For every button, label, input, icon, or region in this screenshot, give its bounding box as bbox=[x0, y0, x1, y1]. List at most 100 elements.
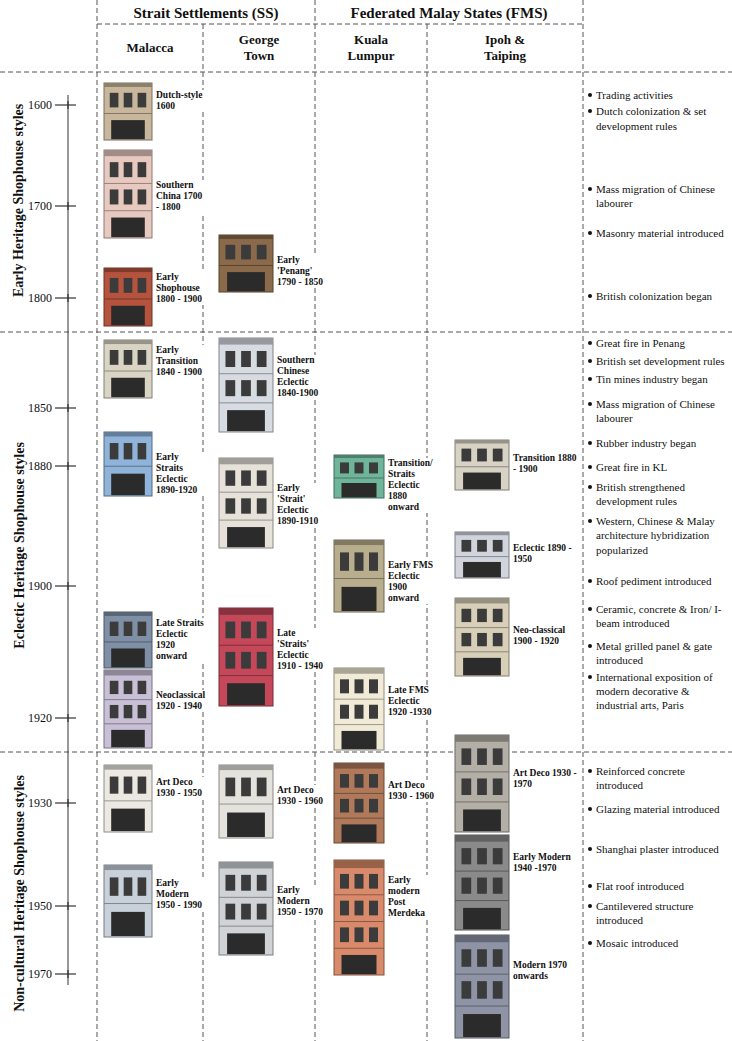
window bbox=[241, 245, 251, 260]
window bbox=[257, 875, 267, 891]
window bbox=[124, 705, 133, 718]
shophouse-photo bbox=[104, 612, 152, 668]
style-caption: Early Transition 1840 - 1900 bbox=[155, 345, 205, 378]
window bbox=[225, 904, 235, 920]
floor-line bbox=[104, 183, 152, 184]
shopfront bbox=[463, 562, 501, 577]
row-divider bbox=[0, 332, 732, 333]
facade bbox=[219, 338, 273, 432]
window bbox=[493, 878, 503, 894]
facade bbox=[104, 670, 152, 748]
window bbox=[124, 162, 133, 177]
cornice bbox=[104, 612, 152, 616]
window bbox=[257, 652, 267, 669]
bullet-dot bbox=[588, 607, 592, 611]
facade bbox=[104, 268, 152, 326]
bullet-dot bbox=[588, 675, 592, 679]
facade bbox=[104, 432, 152, 496]
style-caption: Early 'Penang' 1790 - 1850 bbox=[276, 255, 324, 288]
style-caption: Early Modern 1940 -1970 bbox=[512, 852, 580, 874]
style-caption: Art Deco 1930 - 1950 bbox=[155, 777, 205, 799]
floor-line bbox=[104, 210, 152, 211]
bullet-dot bbox=[588, 341, 592, 345]
window bbox=[493, 609, 503, 622]
column-divider bbox=[583, 0, 584, 1041]
bullet-dot bbox=[588, 109, 592, 113]
event-note: Mass migration of Chinese labourer bbox=[596, 397, 727, 426]
facade bbox=[104, 83, 152, 140]
shophouse-photo bbox=[104, 670, 152, 748]
window bbox=[124, 93, 133, 108]
cornice bbox=[455, 935, 509, 942]
year-label: 1700 bbox=[28, 199, 52, 213]
bullet-dot bbox=[588, 579, 592, 583]
shophouse-photo bbox=[334, 540, 384, 612]
style-caption: Early FMS Eclectic 1900 onward bbox=[387, 560, 435, 604]
event-note: Shanghai plaster introduced bbox=[596, 842, 727, 856]
floor-line bbox=[104, 371, 152, 372]
window bbox=[355, 799, 364, 813]
shopfront bbox=[227, 272, 265, 291]
event-note: International exposition of modern decor… bbox=[596, 670, 727, 713]
year-label: 1900 bbox=[28, 579, 52, 593]
shophouse-photo bbox=[334, 763, 384, 843]
facade bbox=[104, 150, 152, 238]
window bbox=[225, 778, 235, 797]
window bbox=[241, 904, 251, 920]
window bbox=[461, 848, 471, 864]
cornice bbox=[334, 860, 384, 868]
window bbox=[225, 470, 235, 485]
style-caption: Neo-classical 1900 - 1920 bbox=[512, 625, 580, 647]
floor-line bbox=[104, 723, 152, 724]
facade bbox=[455, 935, 509, 1038]
window bbox=[241, 652, 251, 669]
window bbox=[355, 679, 364, 693]
window bbox=[138, 443, 147, 459]
facade bbox=[104, 865, 152, 937]
window bbox=[241, 351, 251, 367]
window bbox=[124, 350, 133, 365]
cornice bbox=[104, 432, 152, 436]
window bbox=[138, 162, 147, 177]
event-note: Dutch colonization & set development rul… bbox=[596, 104, 727, 133]
floor-line bbox=[104, 299, 152, 300]
shophouse-photo bbox=[334, 860, 384, 975]
year-label: 1970 bbox=[28, 967, 52, 981]
floor-line bbox=[219, 373, 273, 374]
window bbox=[257, 498, 267, 513]
floor-line bbox=[219, 926, 273, 927]
cornice bbox=[334, 668, 384, 674]
year-tick bbox=[67, 799, 68, 807]
window bbox=[355, 552, 364, 570]
floor-line bbox=[334, 724, 384, 725]
floor-line bbox=[455, 871, 509, 872]
window bbox=[110, 877, 119, 895]
style-caption: Early Modern 1950 - 1990 bbox=[155, 878, 205, 911]
window bbox=[138, 189, 147, 204]
window bbox=[477, 449, 487, 462]
window bbox=[477, 609, 487, 622]
facade bbox=[455, 532, 509, 578]
floor-line bbox=[334, 793, 384, 794]
window bbox=[138, 877, 147, 895]
bullet-dot bbox=[588, 441, 592, 445]
shopfront bbox=[463, 473, 501, 490]
window bbox=[355, 901, 364, 916]
shopfront bbox=[342, 587, 377, 611]
event-note: British set development rules bbox=[596, 354, 727, 368]
shopfront bbox=[342, 483, 377, 497]
style-caption: Early modern Post Merdeka bbox=[387, 875, 435, 919]
facade bbox=[219, 608, 273, 706]
floor-line bbox=[219, 804, 273, 805]
shophouse-photo bbox=[455, 935, 509, 1038]
floor-line bbox=[455, 771, 509, 772]
floor-line bbox=[334, 818, 384, 819]
shophouse-photo bbox=[104, 432, 152, 496]
shopfront bbox=[342, 731, 377, 749]
bullet-dot bbox=[588, 807, 592, 811]
facade bbox=[455, 735, 509, 832]
window bbox=[241, 778, 251, 797]
style-caption: Early Shophouse 1800 - 1900 bbox=[155, 272, 205, 305]
year-tick bbox=[67, 970, 68, 978]
cornice bbox=[219, 608, 273, 615]
